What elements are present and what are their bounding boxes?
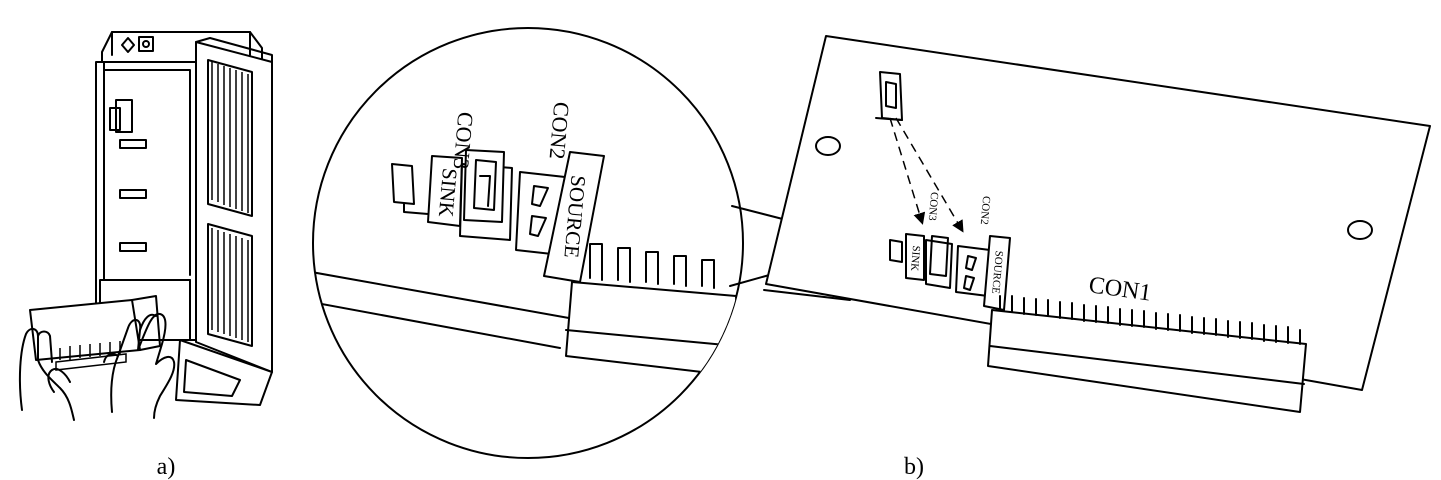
zoom-label-con3: CON3 xyxy=(449,111,479,170)
heatsink-fins-upper xyxy=(207,59,253,217)
board-con3-jumper xyxy=(889,233,953,289)
zoom-con3-jumper xyxy=(391,149,513,241)
square-ring-icon xyxy=(138,36,154,52)
jumper-cap xyxy=(875,71,903,121)
diamond-icon xyxy=(121,37,135,53)
board-label-con2: CON2 xyxy=(978,195,992,225)
zoom-label-con2: CON2 xyxy=(545,101,575,160)
magnified-circle: CON3 CON2 SINK SOURCE xyxy=(312,27,744,459)
board-con2-jumper xyxy=(955,235,1011,311)
board-con1-connector xyxy=(987,295,1307,413)
zoom-connector-pins xyxy=(589,243,715,289)
zoom-label-sink: SINK xyxy=(434,167,462,218)
caption-b: b) xyxy=(904,454,924,480)
heatsink-fins-lower xyxy=(207,223,253,347)
control-board: CON1 CON3 CON2 SINK SOURCE xyxy=(763,35,1431,413)
board-label-con3: CON3 xyxy=(926,191,941,221)
board-label-source: SOURCE xyxy=(989,250,1005,295)
board-label-sink: SINK xyxy=(908,245,922,272)
terminal-card xyxy=(29,295,161,371)
hands-illustration xyxy=(18,312,176,421)
caption-a: a) xyxy=(157,454,176,480)
panel-a-drive-illustration xyxy=(18,31,273,421)
zoom-con2-jumper xyxy=(515,151,605,283)
